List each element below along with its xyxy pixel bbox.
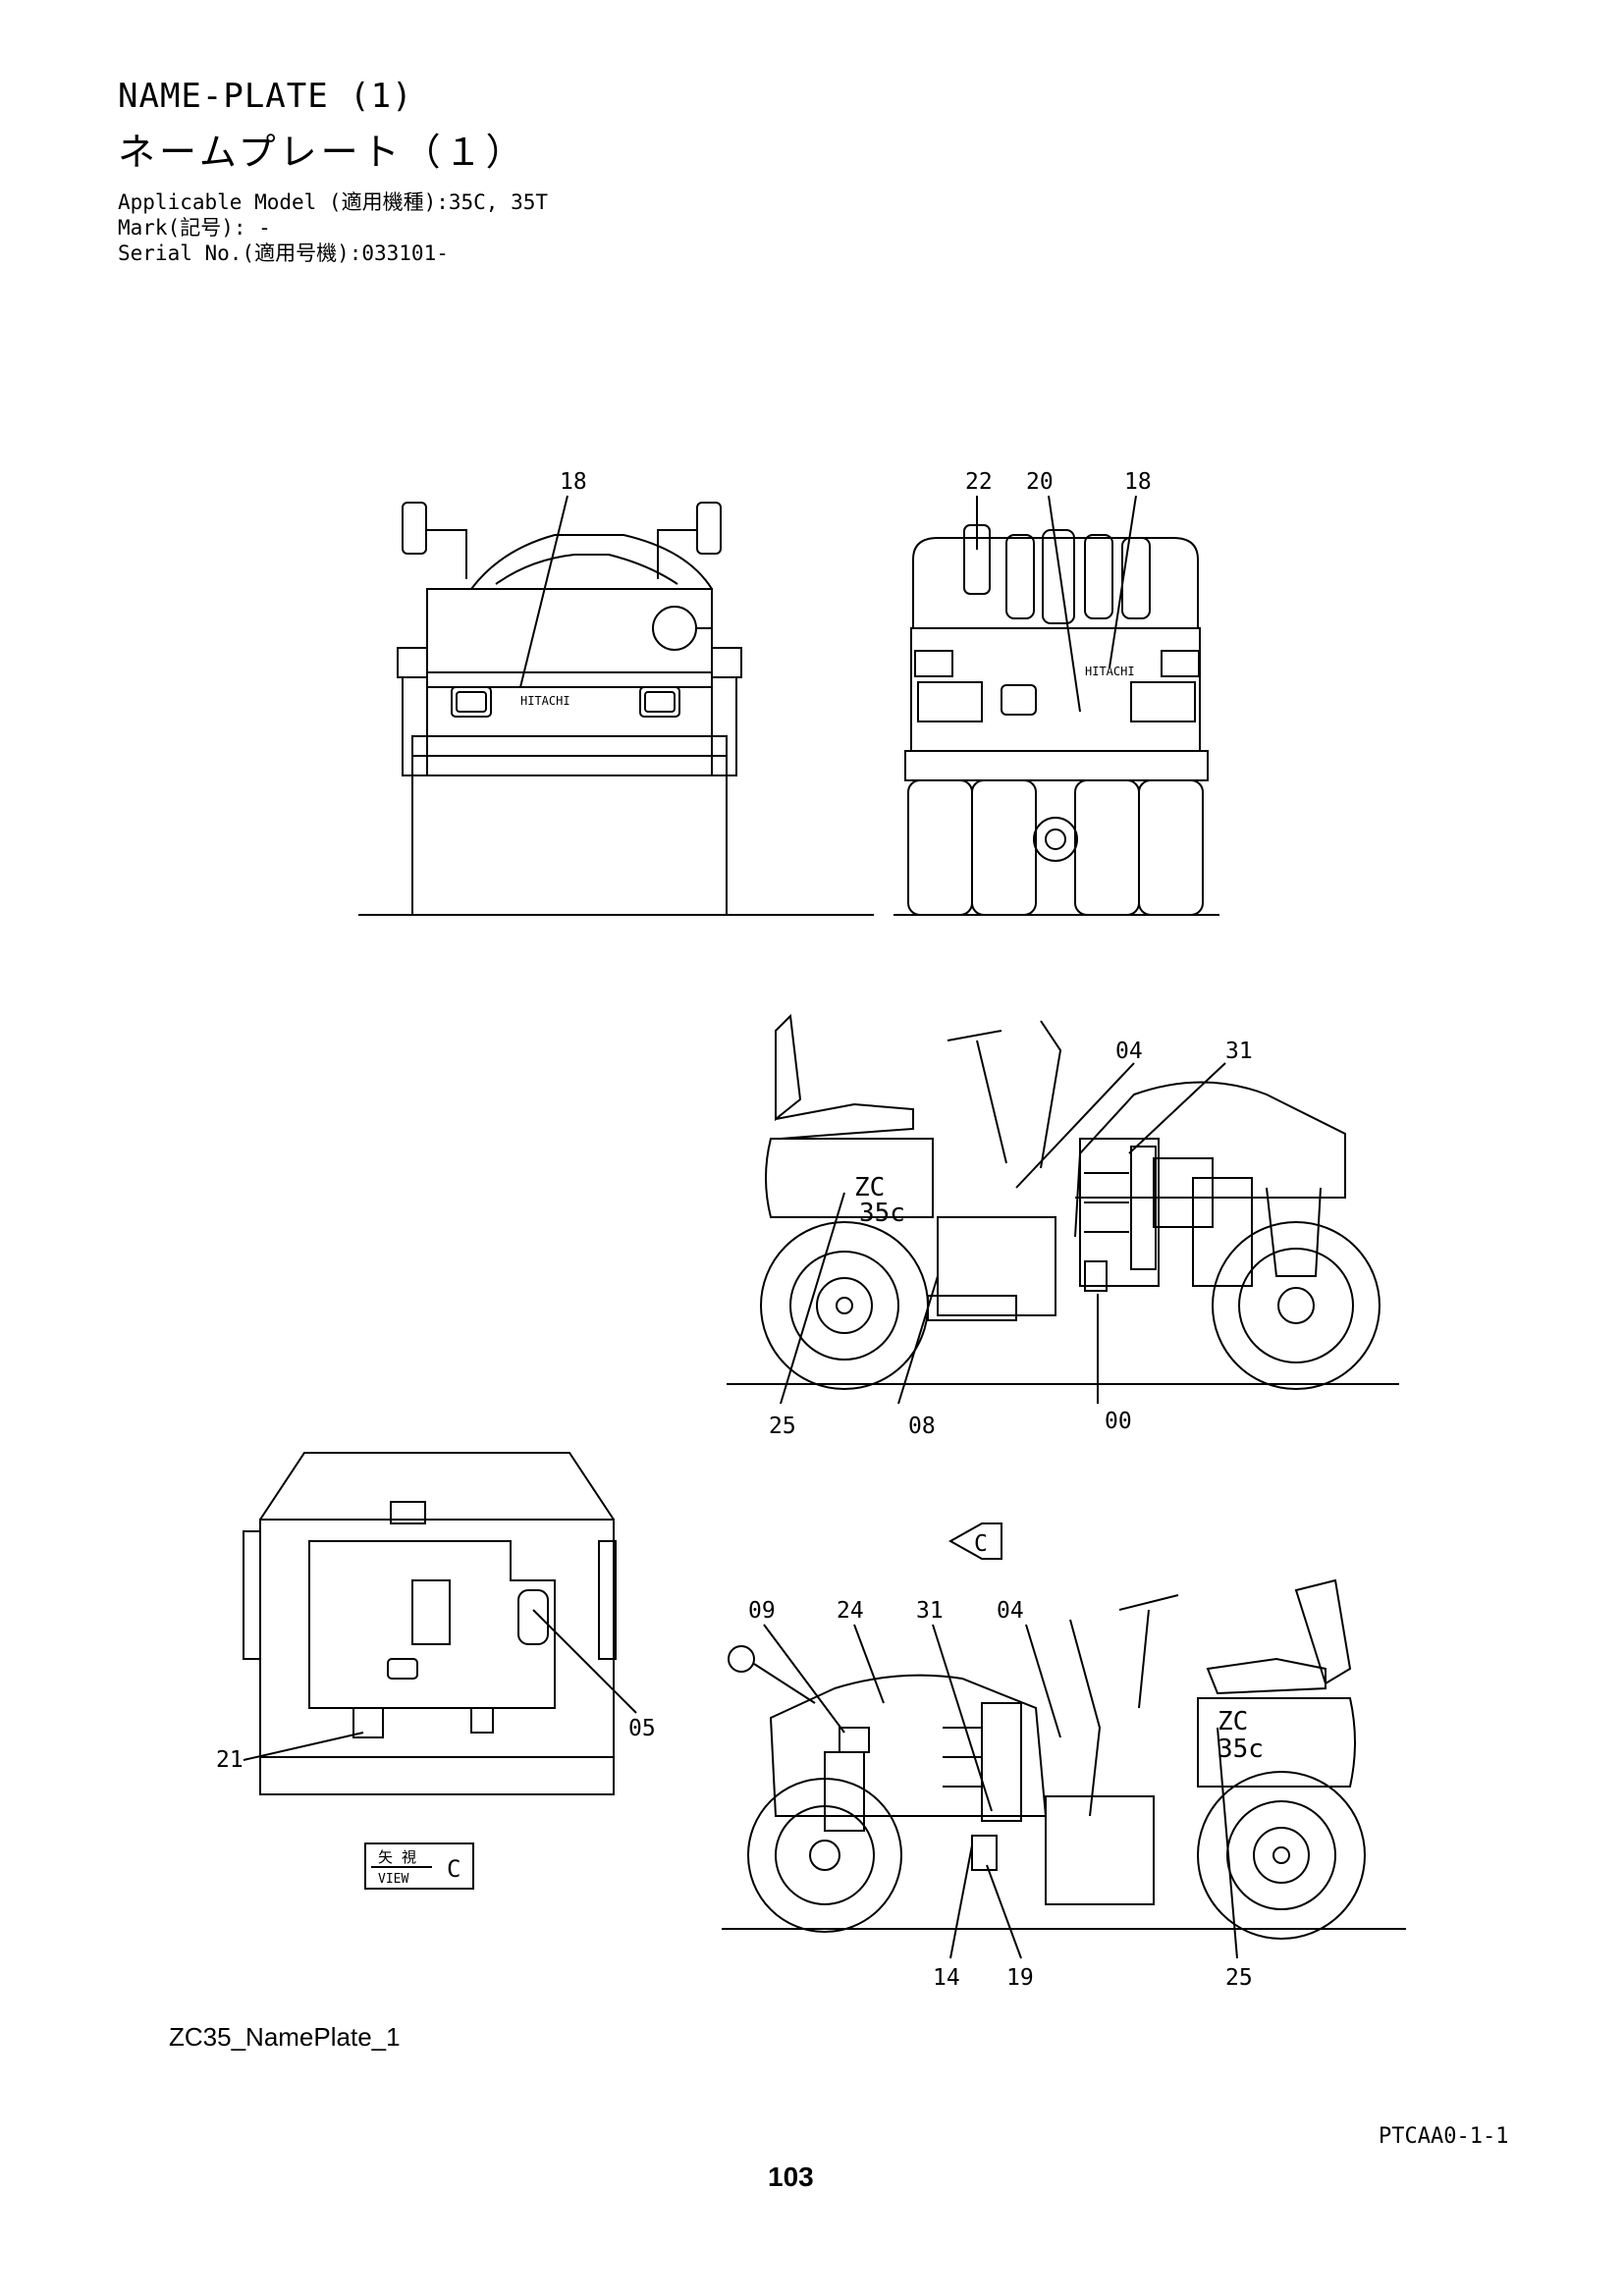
callout-04-right: 04 xyxy=(1115,1039,1143,1064)
right-side-view xyxy=(727,1013,1399,1405)
view-box-letter: C xyxy=(447,1855,460,1883)
front-brand-label: HITACHI xyxy=(520,694,570,708)
callout-25-right: 25 xyxy=(769,1414,796,1439)
page-number: 103 xyxy=(768,2162,814,2192)
view-box-jp: 矢 視 xyxy=(378,1848,416,1866)
file-name: ZC35_NamePlate_1 xyxy=(169,2022,401,2052)
left-model-label-2: 35c xyxy=(1218,1735,1264,1764)
view-c xyxy=(243,1452,637,1890)
callout-31-left: 31 xyxy=(916,1598,944,1624)
callout-09: 09 xyxy=(748,1598,776,1624)
callout-24: 24 xyxy=(837,1598,864,1624)
applicable-model: Applicable Model (適用機種):35C, 35T xyxy=(118,190,549,214)
title-japanese: ネームプレート（１） xyxy=(118,131,527,174)
right-model-label-1: ZC xyxy=(854,1173,885,1202)
view-arrow-label: C xyxy=(974,1531,988,1557)
callout-21: 21 xyxy=(216,1747,244,1773)
callout-14: 14 xyxy=(933,1965,960,1991)
callout-08: 08 xyxy=(908,1414,936,1439)
left-side-view xyxy=(722,1578,1406,1959)
title-english: NAME-PLATE (1) xyxy=(118,77,413,116)
rear-view xyxy=(893,495,1219,916)
front-view xyxy=(358,495,874,916)
right-model-label-2: 35c xyxy=(859,1199,905,1228)
callout-04-left: 04 xyxy=(997,1598,1024,1624)
mark: Mark(記号): - xyxy=(118,216,271,240)
callout-31-right: 31 xyxy=(1225,1039,1253,1064)
callout-18-front: 18 xyxy=(560,469,587,495)
view-box-en: VIEW xyxy=(378,1872,408,1887)
callout-22: 22 xyxy=(965,469,993,495)
callout-00: 00 xyxy=(1105,1409,1132,1434)
callout-18-rear: 18 xyxy=(1124,469,1152,495)
view-arrow-c[interactable] xyxy=(947,1522,1002,1560)
callout-20: 20 xyxy=(1026,469,1054,495)
serial-number: Serial No.(適用号機):033101- xyxy=(118,241,449,265)
left-model-label-1: ZC xyxy=(1218,1707,1248,1736)
callout-25-left: 25 xyxy=(1225,1965,1253,1991)
document-code: PTCAA0-1-1 xyxy=(1379,2124,1509,2149)
callout-05: 05 xyxy=(628,1716,656,1741)
callout-19: 19 xyxy=(1006,1965,1034,1991)
rear-brand-label: HITACHI xyxy=(1085,665,1135,678)
